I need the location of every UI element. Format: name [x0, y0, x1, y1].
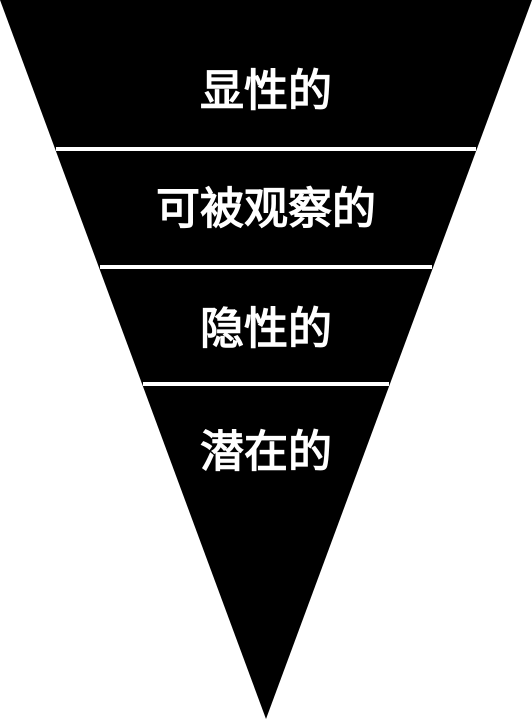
level-label-implicit: 隐性的	[200, 304, 332, 355]
level-label-observable: 可被观察的	[156, 184, 376, 235]
level-label-explicit: 显性的	[200, 66, 332, 117]
level-label-latent: 潜在的	[200, 427, 332, 478]
